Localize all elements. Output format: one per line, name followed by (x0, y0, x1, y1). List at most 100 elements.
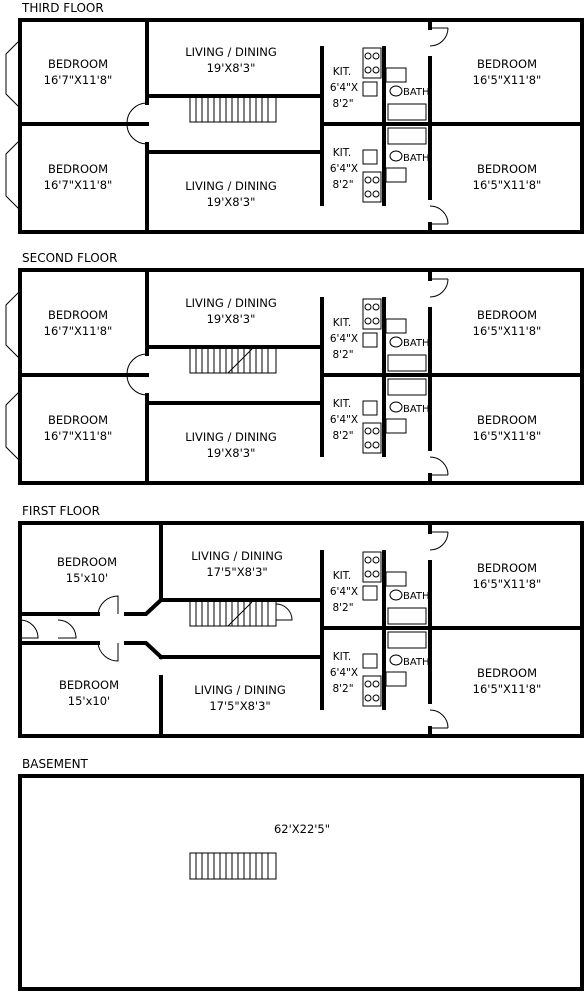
second-floor: SECOND FLOOR (5, 251, 584, 485)
bay-window (5, 290, 21, 462)
room-name: LIVING / DINING (194, 683, 286, 697)
door-swing (97, 595, 119, 615)
room-name: LIVING / DINING (185, 296, 277, 310)
room-dimensions: 19'X8'3" (207, 312, 256, 326)
room-dimensions: 17'5"X8'3" (209, 699, 270, 713)
room-name: KIT. (333, 570, 352, 582)
room-dimensions: 8'2" (332, 179, 353, 191)
room-dimensions: 19'X8'3" (207, 446, 256, 460)
door-swing (126, 102, 148, 124)
room-name: BEDROOM (48, 57, 108, 71)
room-name: BEDROOM (477, 561, 537, 575)
room-name: BEDROOM (57, 555, 117, 569)
room-dimensions: 8'2" (332, 98, 353, 110)
entry-door (57, 619, 77, 639)
room-dimensions: 6'4"X (330, 586, 358, 598)
room-name: BEDROOM (477, 308, 537, 322)
room-dimensions: 8'2" (332, 602, 353, 614)
room-name: KIT. (333, 398, 352, 410)
door-swing (126, 353, 148, 375)
room-name: BEDROOM (48, 162, 108, 176)
kitchen-fixtures (362, 298, 382, 454)
floor-title: FIRST FLOOR (22, 504, 100, 518)
room-name: BATH (403, 338, 430, 349)
room-dimensions: 6'4"X (330, 163, 358, 175)
door-swing (429, 531, 449, 551)
kitchen-fixtures (362, 47, 382, 203)
door-swing (429, 205, 449, 225)
room-name: BEDROOM (477, 57, 537, 71)
room-dimensions: 15'x10' (66, 571, 108, 585)
exterior-wall (18, 774, 584, 991)
bath-fixtures (385, 67, 427, 183)
room-name: LIVING / DINING (191, 549, 283, 563)
third-floor: THIRD FLOOR (5, 1, 584, 234)
room-dimensions: 17'5"X8'3" (206, 565, 267, 579)
wall (124, 641, 164, 660)
door-swing (429, 27, 449, 47)
room-name: BATH (403, 153, 430, 164)
door-swing (275, 603, 293, 621)
room-name: LIVING / DINING (185, 45, 277, 59)
room-dimensions: 8'2" (332, 349, 353, 361)
staircase (189, 599, 277, 627)
room-name: KIT. (333, 651, 352, 663)
room-dimensions: 16'5"X11'8" (473, 324, 542, 338)
room-dimensions: 16'5"X11'8" (473, 73, 542, 87)
room-dimensions: 16'7"X11'8" (44, 178, 113, 192)
room-name: KIT. (333, 317, 352, 329)
wall (124, 597, 164, 616)
door-swing (429, 456, 449, 476)
room-name: BEDROOM (477, 666, 537, 680)
room-name: BATH (403, 657, 430, 668)
staircase (189, 95, 277, 123)
room-dimensions: 16'5"X11'8" (473, 429, 542, 443)
bath-fixtures (385, 318, 427, 434)
room-dimensions: 6'4"X (330, 414, 358, 426)
room-dimensions: 8'2" (332, 683, 353, 695)
room-name: BATH (403, 87, 430, 98)
room-dimensions: 6'4"X (330, 82, 358, 94)
room-dimensions: 19'X8'3" (207, 195, 256, 209)
room-name: LIVING / DINING (185, 430, 277, 444)
room-dimensions: 16'5"X11'8" (473, 577, 542, 591)
room-dimensions: 16'5"X11'8" (473, 178, 542, 192)
room-dimensions: 16'7"X11'8" (44, 73, 113, 87)
basement: BASEMENT 62'X22'5" (18, 757, 584, 991)
room-name: BEDROOM (477, 413, 537, 427)
room-dimensions: 62'X22'5" (274, 822, 330, 836)
room-name: BEDROOM (48, 413, 108, 427)
room-name: BEDROOM (48, 308, 108, 322)
door-swing (97, 642, 119, 662)
staircase (189, 346, 277, 374)
room-dimensions: 16'7"X11'8" (44, 429, 113, 443)
staircase (189, 852, 277, 880)
door-swing (429, 709, 449, 729)
bay-window (5, 39, 21, 211)
room-dimensions: 6'4"X (330, 333, 358, 345)
room-dimensions: 8'2" (332, 430, 353, 442)
room-name: BATH (403, 404, 430, 415)
room-dimensions: 6'4"X (330, 667, 358, 679)
door-swing (126, 374, 148, 396)
kitchen-fixtures (362, 551, 382, 707)
entry-door (19, 619, 39, 639)
floor-title: BASEMENT (22, 757, 89, 771)
room-dimensions: 15'x10' (68, 694, 110, 708)
room-name: LIVING / DINING (185, 179, 277, 193)
room-dimensions: 16'7"X11'8" (44, 324, 113, 338)
bath-fixtures (385, 571, 427, 687)
room-dimensions: 19'X8'3" (207, 61, 256, 75)
floor-title: THIRD FLOOR (21, 1, 104, 15)
room-name: KIT. (333, 66, 352, 78)
room-name: KIT. (333, 147, 352, 159)
floor-title: SECOND FLOOR (22, 251, 117, 265)
room-name: BEDROOM (477, 162, 537, 176)
room-name: BEDROOM (59, 678, 119, 692)
room-name: BATH (403, 591, 430, 602)
door-swing (429, 278, 449, 298)
door-swing (126, 123, 148, 145)
room-dimensions: 16'5"X11'8" (473, 682, 542, 696)
first-floor: FIRST FLOOR (18, 504, 584, 738)
